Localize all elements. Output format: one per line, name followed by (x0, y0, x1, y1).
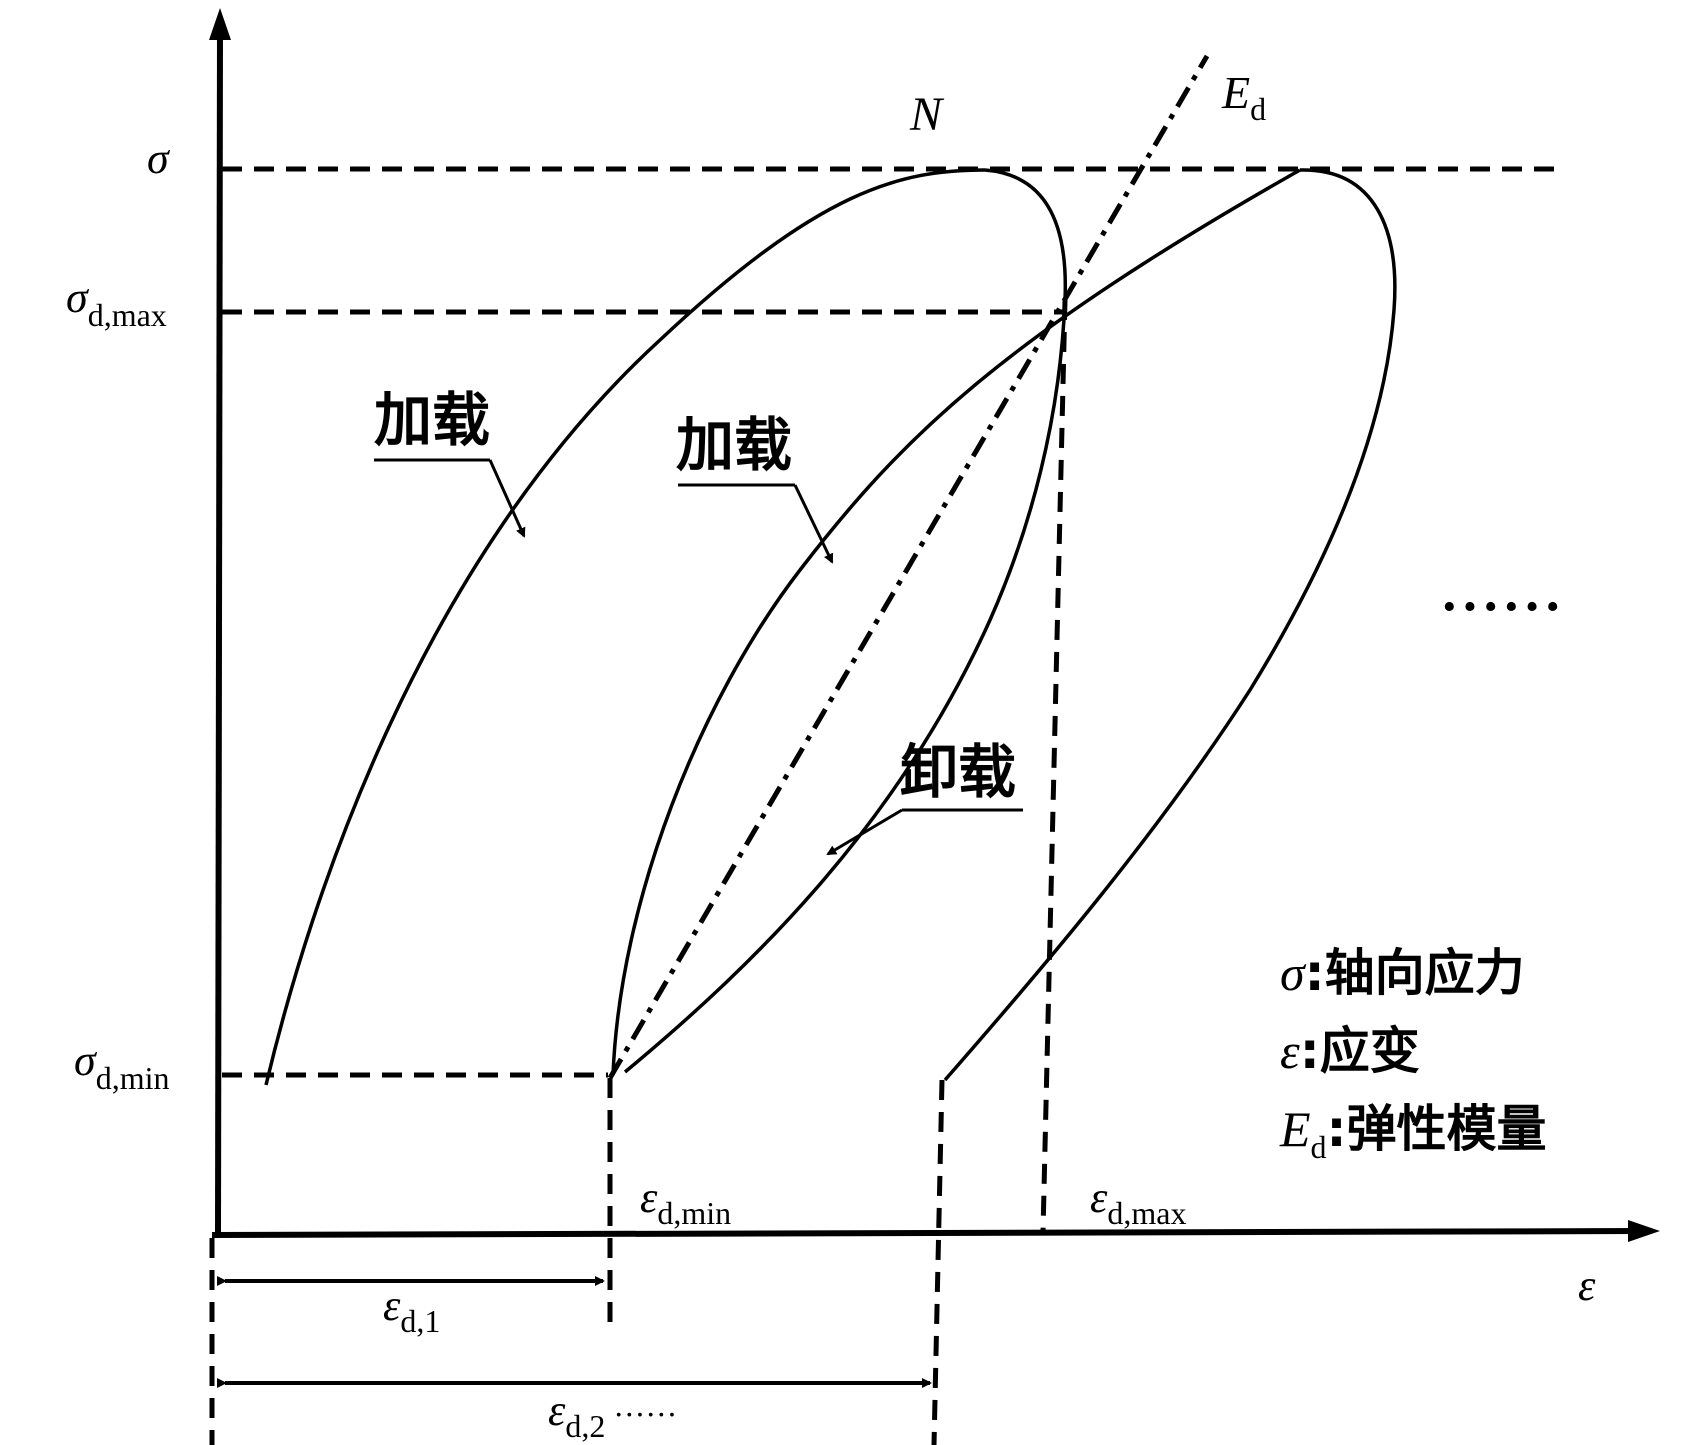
legend-elastic-modulus: Ed:弹性模量 (1279, 1100, 1547, 1165)
x-axis-label: ε (1578, 1261, 1596, 1310)
sigma-d-max-label: σd,max (66, 273, 167, 333)
eps-d-max-dashed-line (1040, 299, 1068, 1233)
continuation-dots: ······ (1440, 576, 1564, 638)
y-axis (215, 27, 223, 1236)
legend: σ:轴向应力 ε:应变 Ed:弹性模量 (1279, 944, 1547, 1165)
y-axis-label: σ (147, 134, 171, 183)
legend-sigma: σ:轴向应力 (1280, 944, 1525, 1002)
unloading-curve-2 (943, 168, 1397, 1082)
eps-d-min-label: εd,min (640, 1173, 731, 1231)
eps-d-1-label: εd,1 (383, 1281, 440, 1339)
second-cycle-start-dashed-line (931, 1079, 945, 1445)
sigma-d-min-label: σd,min (74, 1036, 169, 1096)
x-axis (211, 1228, 1641, 1238)
loading-curve-1 (264, 168, 986, 1086)
x-axis-arrow-icon (1628, 1220, 1660, 1242)
legend-epsilon: ε:应变 (1280, 1022, 1420, 1080)
unloading-label-leader (826, 808, 903, 856)
peak-point-label: N (909, 88, 945, 141)
unloading-label: 卸载 (900, 738, 1016, 806)
loading-label-2: 加载 (676, 411, 792, 479)
eps-d-2-label: εd,2 ······ (548, 1386, 677, 1444)
eps-d-max-label: εd,max (1090, 1173, 1186, 1231)
loading-label-2-leader (793, 484, 834, 564)
elastic-modulus-line (607, 54, 1210, 1080)
loading-label-1: 加载 (374, 386, 490, 454)
loading-curve-2 (611, 168, 1301, 1076)
loading-label-1-leader (488, 459, 526, 538)
y-axis-arrow-icon (209, 8, 231, 40)
unloading-curve-1 (623, 168, 1068, 1074)
elastic-modulus-label: Ed (1221, 67, 1266, 127)
